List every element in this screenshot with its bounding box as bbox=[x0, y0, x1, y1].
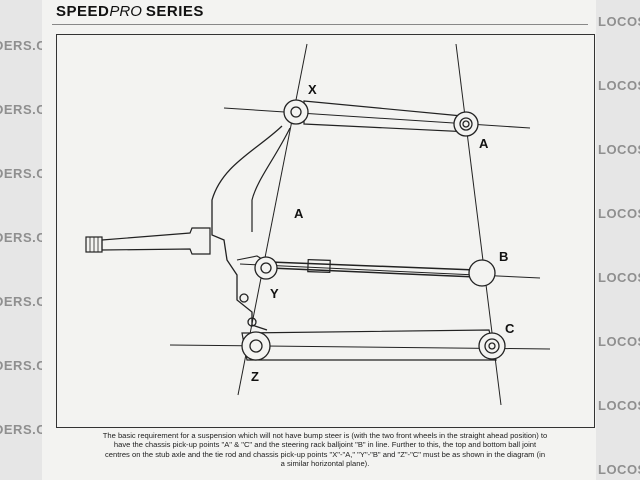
watermark-text: DERS.CO bbox=[0, 166, 42, 181]
stub-axle bbox=[101, 227, 211, 255]
top-wishbone bbox=[303, 100, 471, 133]
diagram-frame bbox=[56, 34, 595, 428]
left-watermark-strip: DERS.CO DERS.CO DERS.CO DERS.CO DERS.CO … bbox=[0, 0, 42, 480]
watermark-text: LOCOST bbox=[598, 334, 640, 349]
label-x: X bbox=[308, 82, 317, 97]
tie-rod-edge bbox=[269, 267, 477, 278]
watermark-text: LOCOST bbox=[598, 398, 640, 413]
watermark-text: LOCOST bbox=[598, 462, 640, 477]
watermark-text: DERS.CO bbox=[0, 230, 42, 245]
lower-pickup-c bbox=[478, 332, 506, 360]
watermark-text: DERS.CO bbox=[0, 358, 42, 373]
tie-rod-end-y bbox=[254, 256, 278, 280]
caption-line: centres on the stub axle and the tie rod… bbox=[104, 449, 546, 459]
bolt-head bbox=[239, 293, 249, 303]
tie-rod-adjuster bbox=[307, 258, 331, 274]
brand-pro: PRO bbox=[109, 3, 142, 20]
lower-balljoint-z bbox=[241, 331, 271, 361]
header-rule bbox=[52, 24, 588, 25]
label-b: B bbox=[499, 249, 508, 264]
diagram-caption: The basic requirement for a suspension w… bbox=[52, 431, 598, 469]
label-z: Z bbox=[251, 369, 259, 384]
rack-balljoint-b bbox=[468, 259, 496, 287]
top-pickup-a bbox=[453, 111, 479, 137]
upper-plane-line bbox=[223, 107, 531, 129]
top-balljoint-x bbox=[283, 99, 309, 125]
watermark-text: DERS.CO bbox=[0, 102, 42, 117]
label-c: C bbox=[505, 321, 515, 336]
watermark-text: LOCOST bbox=[598, 78, 640, 93]
watermark-text: LOCOST bbox=[598, 270, 640, 285]
watermark-text: DERS.CO bbox=[0, 38, 42, 53]
caption-line: have the chassis pick-up points "A" & "C… bbox=[113, 440, 537, 450]
tie-rod bbox=[269, 261, 477, 271]
upright-outline bbox=[211, 125, 283, 331]
watermark-text: LOCOST bbox=[598, 206, 640, 221]
caption-line: The basic requirement for a suspension w… bbox=[102, 431, 548, 440]
caption-line: a similar horizontal plane). bbox=[280, 459, 370, 469]
upright-inner-edge bbox=[251, 127, 291, 232]
brand-speed: SPEED bbox=[56, 3, 110, 20]
label-a-axis: A bbox=[294, 206, 304, 221]
bolt-head bbox=[247, 317, 257, 327]
watermark-text: DERS.CO bbox=[0, 294, 42, 309]
label-a-pickup: A bbox=[479, 136, 489, 151]
watermark-text: LOCOST bbox=[598, 14, 640, 29]
watermark-text: LOCOST bbox=[598, 142, 640, 157]
label-y: Y bbox=[270, 286, 279, 301]
right-watermark-strip: LOCOST LOCOST LOCOST LOCOST LOCOST LOCOS… bbox=[596, 0, 640, 480]
lower-wishbone bbox=[241, 329, 497, 361]
brand-series: SERIES bbox=[145, 3, 204, 20]
suspension-diagram: X A A B Y C Z bbox=[85, 43, 551, 406]
watermark-text: DERS.CO bbox=[0, 422, 42, 437]
